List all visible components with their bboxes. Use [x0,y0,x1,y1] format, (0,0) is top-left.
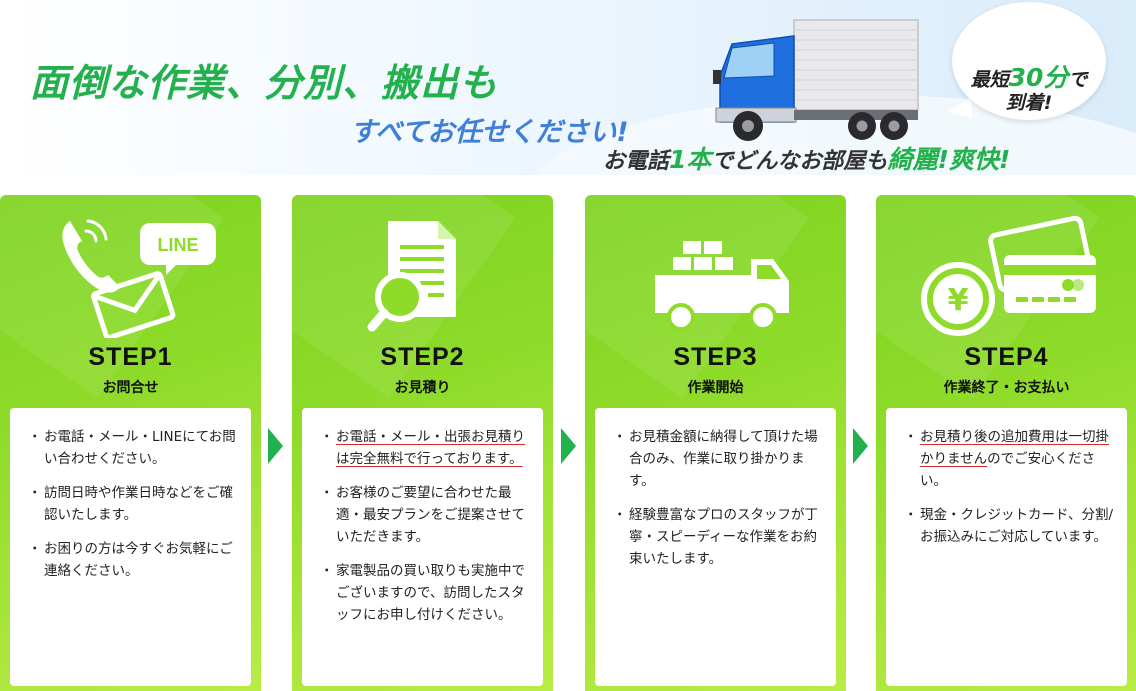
list-item-text: お電話・メール・LINEにてお問い合わせください。 [44,429,236,467]
list-item: ・現金・クレジットカード、分割/お振込みにご対応しています。 [904,504,1117,548]
bullet: ・ [320,485,334,501]
speech-bubble-tail [948,96,972,118]
bullet: ・ [904,429,918,445]
hero-subline: すべてお任せください! [350,117,629,148]
step-subtitle: お問合せ [102,380,159,396]
yen-card-icon: ¥ [921,215,1096,336]
step-arrow-icon [561,428,576,464]
step-card-4: ¥ STEP4 作業終了・お支払い ・お見積り後の追加費用は一切掛かりませんので… [876,195,1136,691]
step-item-list: ・お見積り後の追加費用は一切掛かりませんのでご安心ください。 ・現金・クレジット… [904,426,1117,548]
step-description-box: ・お見積金額に納得して頂けた場合のみ、作業に取り掛かります。 ・経験豊富なプロの… [595,408,836,686]
step-card-3: STEP3 作業開始 ・お見積金額に納得して頂けた場合のみ、作業に取り掛かります… [585,195,846,691]
delivery-truck-icon [713,19,919,141]
bubble-pre: 最短 [970,69,1009,91]
step-item-list: ・お電話・メール・出張お見積りは完全無料で行っております。 ・お客様のご要望に合… [320,426,533,626]
bubble-line-2: 到着! [1005,92,1053,114]
bullet: ・ [904,507,918,523]
list-item-text: お見積金額に納得して頂けた場合のみ、作業に取り掛かります。 [629,429,818,489]
list-item: ・お見積り後の追加費用は一切掛かりませんのでご安心ください。 [904,426,1117,492]
step-card-2: STEP2 お見積り ・お電話・メール・出張お見積りは完全無料で行っております。… [292,195,553,691]
list-item-text: 訪問日時や作業日時などをご確認いたします。 [44,485,233,523]
tagline-accent: 綺麗!爽快! [887,145,1011,174]
bullet: ・ [28,429,42,445]
bullet: ・ [28,485,42,501]
list-item: ・経験豊富なプロのスタッフが丁寧・スピーディーな作業をお約束いたします。 [613,504,826,570]
step-item-list: ・お電話・メール・LINEにてお問い合わせください。 ・訪問日時や作業日時などを… [28,426,241,582]
tagline-number: 1本 [669,145,712,174]
step-title: STEP3 [673,343,758,371]
truck-icon [655,241,789,331]
list-item-text-highlighted: お電話・メール・出張お見積りは完全無料で行っております。 [336,429,525,467]
step-card-1: LINE STEP1 お問合せ ・お電話・メール・LINEにてお問い合わせくださ… [0,195,261,691]
yen-symbol: ¥ [948,283,969,318]
list-item: ・お客様のご要望に合わせた最適・最安プランをご提案させていただきます。 [320,482,533,548]
step-title: STEP4 [964,343,1049,371]
list-item: ・お困りの方は今すぐお気軽にご連絡ください。 [28,538,241,582]
bullet: ・ [28,541,42,557]
step-title: STEP2 [380,343,465,371]
list-item: ・お見積金額に納得して頂けた場合のみ、作業に取り掛かります。 [613,426,826,492]
step-subtitle: 作業終了・お支払い [943,380,1070,396]
bubble-post: で [1068,69,1088,91]
step-subtitle: 作業開始 [687,380,744,396]
bullet: ・ [320,429,334,445]
list-item: ・お電話・メール・LINEにてお問い合わせください。 [28,426,241,470]
hero-banner: 面倒な作業、分別、搬出も すべてお任せください! お電話1本でどんなお部屋も綺麗… [0,0,1136,175]
step-subtitle: お見積り [394,380,451,396]
list-item: ・お電話・メール・出張お見積りは完全無料で行っております。 [320,426,533,470]
step-arrow-icon [853,428,868,464]
bubble-number: 30分 [1008,63,1069,92]
list-item-text: 経験豊富なプロのスタッフが丁寧・スピーディーな作業をお約束いたします。 [629,507,818,567]
step-description-box: ・お電話・メール・出張お見積りは完全無料で行っております。 ・お客様のご要望に合… [302,408,543,686]
list-item-text-highlighted: お見積り後の追加費用は一切掛かりません [920,429,1109,467]
bullet: ・ [613,429,627,445]
arrival-time-bubble: 最短30分で 到着! [952,2,1106,120]
bubble-line-1: 最短30分で [952,58,1106,94]
tagline-mid: でどんなお部屋も [711,149,888,174]
step-arrow-icon [268,428,283,464]
hero-headline: 面倒な作業、分別、搬出も [30,61,499,105]
list-item-text: お困りの方は今すぐお気軽にご連絡ください。 [44,541,233,579]
step-title: STEP1 [88,343,173,371]
phone-mail-line-icon: LINE [62,219,216,338]
step-item-list: ・お見積金額に納得して頂けた場合のみ、作業に取り掛かります。 ・経験豊富なプロの… [613,426,826,570]
step-description-box: ・お電話・メール・LINEにてお問い合わせください。 ・訪問日時や作業日時などを… [10,408,251,686]
hero-tagline: お電話1本でどんなお部屋も綺麗!爽快! [603,140,1010,175]
list-item-text: 現金・クレジットカード、分割/お振込みにご対応しています。 [920,507,1114,545]
line-badge-label: LINE [157,235,198,255]
bullet: ・ [320,563,334,579]
list-item: ・訪問日時や作業日時などをご確認いたします。 [28,482,241,526]
step-description-box: ・お見積り後の追加費用は一切掛かりませんのでご安心ください。 ・現金・クレジット… [886,408,1127,686]
document-magnifier-icon [367,221,456,332]
list-item-text: 家電製品の買い取りも実施中でございますので、訪問したスタッフにお申し付けください… [336,563,525,623]
list-item-text: お客様のご要望に合わせた最適・最安プランをご提案させていただきます。 [336,485,525,545]
list-item: ・家電製品の買い取りも実施中でございますので、訪問したスタッフにお申し付けくださ… [320,560,533,626]
list-item-text: のでご安心ください。 [920,451,1096,489]
tagline-pre: お電話 [603,149,670,174]
bullet: ・ [613,507,627,523]
